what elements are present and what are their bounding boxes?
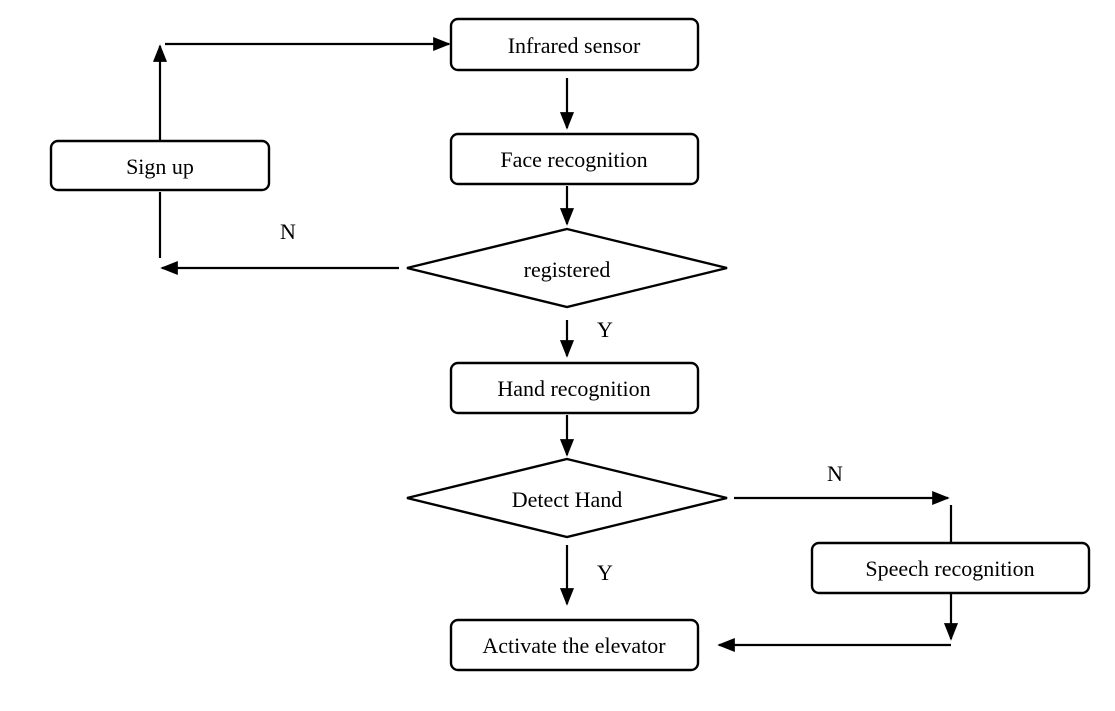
node-infrared-sensor: Infrared sensor bbox=[449, 17, 700, 72]
edge-label-detect-yes: Y bbox=[597, 560, 613, 585]
node-detect-hand-label: Detect Hand bbox=[512, 487, 623, 512]
edge-label-registered-no: N bbox=[280, 219, 296, 244]
node-sign-up: Sign up bbox=[49, 139, 271, 192]
node-speech-recognition-label: Speech recognition bbox=[865, 556, 1034, 581]
node-hand-recognition: Hand recognition bbox=[449, 361, 700, 415]
node-infrared-sensor-label: Infrared sensor bbox=[508, 33, 641, 58]
node-sign-up-label: Sign up bbox=[126, 154, 194, 179]
node-speech-recognition: Speech recognition bbox=[810, 541, 1091, 595]
edge-label-registered-yes: Y bbox=[597, 317, 613, 342]
node-activate-elevator-label: Activate the elevator bbox=[482, 633, 666, 658]
node-face-recognition: Face recognition bbox=[449, 132, 700, 186]
node-registered-decision: registered bbox=[406, 227, 728, 309]
node-detect-hand-decision: Detect Hand bbox=[406, 457, 728, 539]
edge-label-detect-no: N bbox=[827, 461, 843, 486]
node-hand-recognition-label: Hand recognition bbox=[497, 376, 650, 401]
connectors bbox=[152, 36, 959, 653]
node-registered-label: registered bbox=[524, 257, 611, 282]
node-activate-elevator: Activate the elevator bbox=[449, 618, 700, 672]
node-face-recognition-label: Face recognition bbox=[500, 147, 647, 172]
